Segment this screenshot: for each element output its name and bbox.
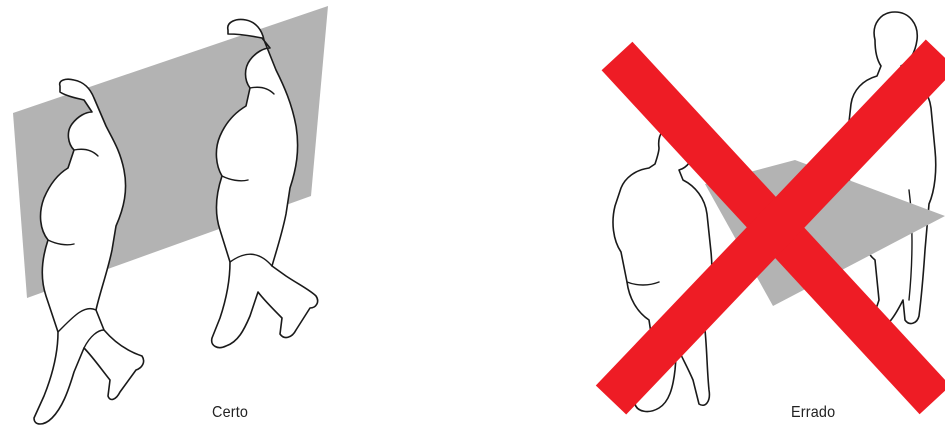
wrong-illustration: [595, 11, 945, 415]
panel-correct: Certo: [0, 0, 472, 430]
person-front-left: [33, 78, 145, 425]
caption-wrong: Errado: [791, 404, 836, 421]
correct-illustration: [13, 6, 328, 425]
panel-wrong: Errado: [473, 0, 945, 430]
caption-correct: Certo: [212, 404, 249, 421]
person-back-right: [210, 18, 319, 349]
red-x-cross: [595, 39, 945, 415]
